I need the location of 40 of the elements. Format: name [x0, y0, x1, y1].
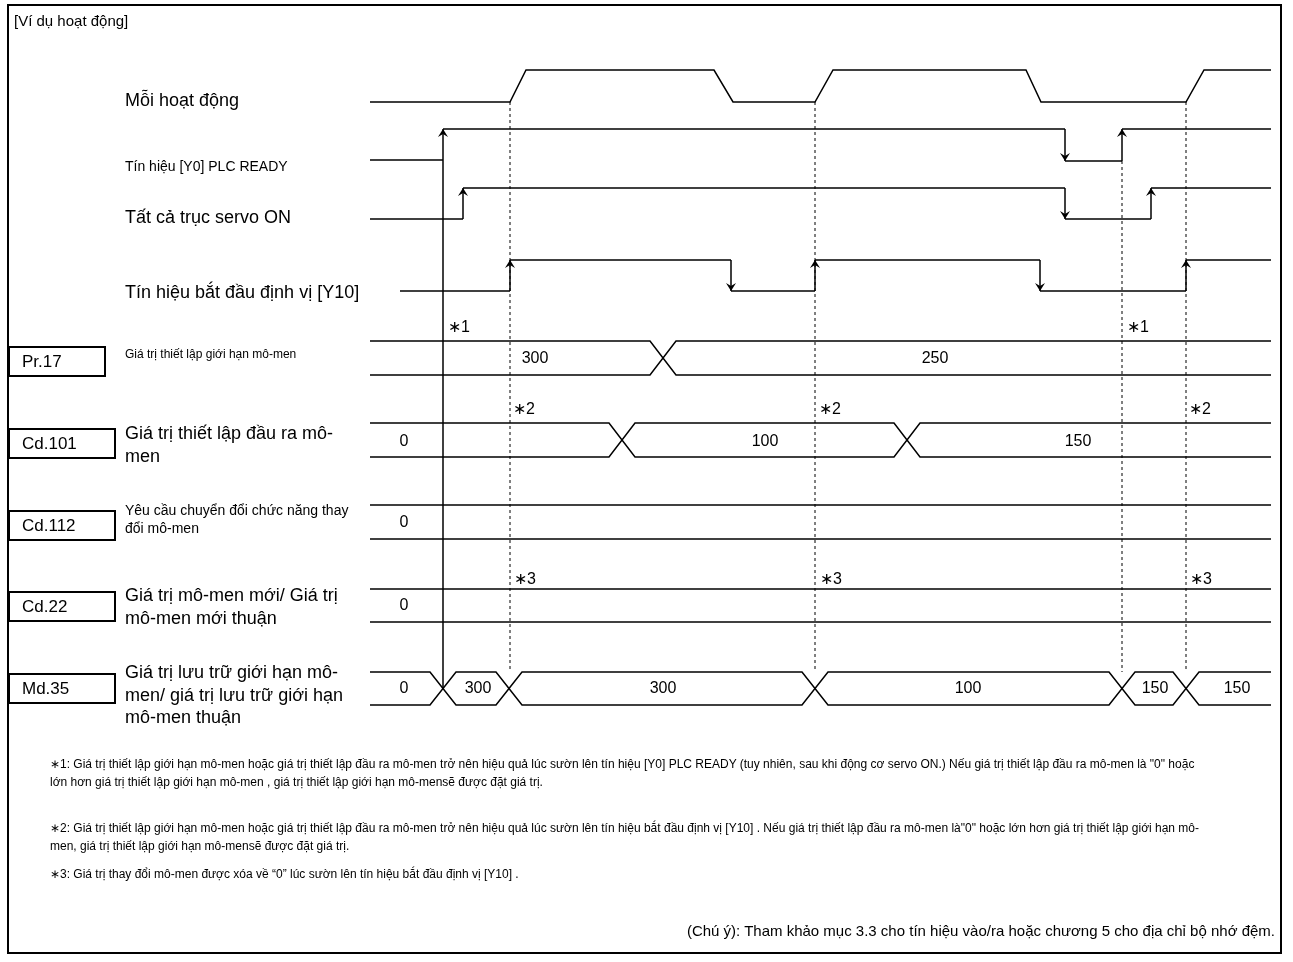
note-caption: (Chú ý): Tham khảo mục 3.3 cho tín hiệu vào/ra hoặc chương 5 cho địa chỉ bộ nhớ đệm.	[686, 922, 1275, 939]
footnote-mark: ∗2	[1189, 398, 1211, 418]
data-value: 300	[521, 349, 549, 367]
footnote-mark: ∗3	[514, 568, 536, 588]
footnote: ∗1: Giá trị thiết lập giới hạn mô-men hoặc giá trị thiết lập đầu ra mô-men trở nên hiệu quả lúc sườn lên tín hiệu [Y0] PLC READY (tuy nhiên, sau khi động cơ servo ON.) Nếu giá trị thiết lập đầu ra mô-men là "0" hoặc lớn hơn giá trị thiết lập giới hạn mô-men , giá trị thiết lập giới hạn mô-mensẽ được đặt giá trị.	[50, 756, 1196, 791]
parameter-tag: Cd.112	[8, 510, 116, 541]
footnote: ∗2: Giá trị thiết lập giới hạn mô-men hoặc giá trị thiết lập đầu ra mô-men trở nên hiệu quả lúc sườn lên tín hiệu bắt đầu định vị [Y10] . Nếu giá trị thiết lập đầu ra mô-men là"0" hoặc lớn hơn giá trị thiết lập giới hạn mô-men, giá trị thiết lập giới hạn mô-mensẽ được đặt giá trị.	[50, 819, 1200, 855]
parameter-description: Giá trị thiết lập giới hạn mô-men	[125, 347, 298, 362]
parameter-tag: Cd.101	[8, 428, 116, 459]
data-value: 0	[399, 679, 409, 697]
data-value: 150	[1141, 679, 1169, 697]
data-value: 150	[1223, 679, 1251, 697]
data-value: 100	[954, 679, 982, 697]
signal-name: Tín hiệu bắt đầu định vị [Y10]	[125, 281, 360, 303]
signal-name: Mỗi hoạt động	[125, 89, 240, 111]
footnote: ∗3: Giá trị thay đổi mô-men được xóa về “0” lúc sườn lên tín hiệu bắt đầu định vị [Y10] .	[50, 865, 520, 883]
footnote-mark: ∗1	[448, 316, 470, 336]
data-value: 150	[1064, 432, 1092, 450]
parameter-tag: Cd.22	[8, 591, 116, 622]
data-value: 0	[399, 596, 409, 614]
diagram-title: [Ví dụ hoạt động]	[14, 12, 129, 29]
data-value: 0	[399, 432, 409, 450]
parameter-description: Giá trị thiết lập đầu ra mô-men	[125, 422, 335, 467]
parameter-tag: Pr.17	[8, 346, 106, 377]
footnote-mark: ∗3	[820, 568, 842, 588]
footnote-mark: ∗2	[819, 398, 841, 418]
data-value: 100	[751, 432, 779, 450]
signal-name: Tất cả trục servo ON	[125, 206, 292, 228]
signal-name: Tín hiệu [Y0] PLC READY	[125, 158, 288, 174]
footnote-mark: ∗2	[513, 398, 535, 418]
footnote-mark: ∗1	[1127, 316, 1149, 336]
parameter-description: Giá trị lưu trữ giới hạn mô-men/ giá trị lưu trữ giới hạn mô-men thuận	[125, 661, 344, 729]
parameter-description: Giá trị mô-men mới/ Giá trị mô-men mới thuận	[125, 584, 339, 629]
data-value: 0	[399, 513, 409, 531]
data-value: 250	[921, 349, 949, 367]
data-value: 300	[464, 679, 492, 697]
footnote-mark: ∗3	[1190, 568, 1212, 588]
parameter-description: Yêu cầu chuyển đổi chức năng thay đổi mô-men	[125, 502, 350, 537]
data-value: 300	[649, 679, 677, 697]
parameter-tag: Md.35	[8, 673, 116, 704]
